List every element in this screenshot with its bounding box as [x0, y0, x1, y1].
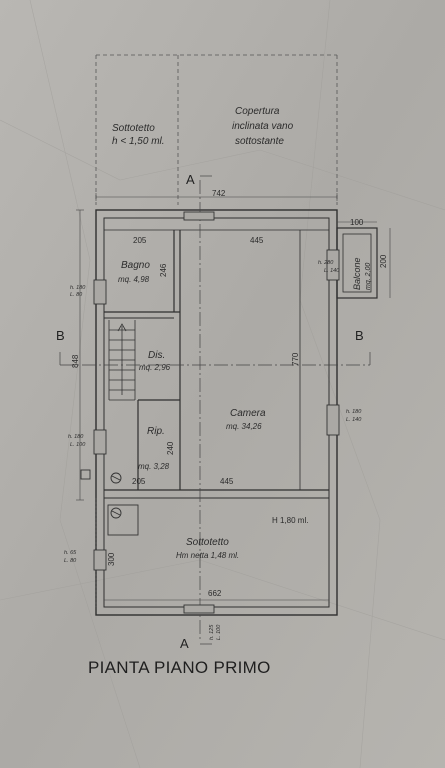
room-sottotetto-hm: Hm netta 1,48 ml.	[176, 551, 239, 560]
room-balcone-area: mq. 2,00	[365, 263, 372, 290]
section-b-left: B	[56, 328, 65, 343]
copertura-line3: sottostante	[235, 136, 284, 147]
win-rip-h: h. 180	[68, 434, 84, 440]
room-bagno-name: Bagno	[121, 260, 150, 271]
room-rip-name: Rip.	[147, 426, 165, 437]
dimension-labels: 742 205 445 100 445 205 662 200 246 770 …	[71, 189, 388, 598]
win-camera-l: L. 140	[346, 417, 362, 423]
win-bottom-l: L. 100	[216, 624, 222, 640]
dim-sottotetto-width: 662	[208, 589, 222, 598]
win-sott-h: h. 65	[64, 550, 77, 556]
room-sottotetto-h-marker: H 1,80 ml.	[272, 516, 308, 525]
dim-sottotetto-height: 300	[107, 552, 116, 566]
win-bagno-l: L. 80	[70, 292, 83, 298]
dim-camera-width-bottom: 445	[220, 477, 234, 486]
dim-balcone-height: 200	[379, 254, 388, 268]
win-sott-l: L. 80	[64, 558, 77, 564]
room-camera-area: mq. 34,26	[226, 422, 262, 431]
section-a-top: A	[186, 172, 195, 187]
section-lines	[59, 175, 371, 645]
copertura-line1: Copertura	[235, 106, 280, 117]
dimension-lines	[76, 193, 391, 607]
dim-overall-depth: 848	[71, 354, 80, 368]
room-sottotetto-name: Sottotetto	[186, 537, 229, 548]
dim-rip-width: 205	[132, 477, 146, 486]
win-bottom-h: h. 125	[209, 624, 215, 640]
win-balcone-l: L. 140	[324, 268, 340, 274]
section-a-bottom: A	[180, 636, 189, 651]
dim-bagno-height: 246	[159, 263, 168, 277]
roof-labels: Sottotetto h < 1,50 ml. Copertura inclin…	[112, 106, 294, 147]
window-markers	[93, 211, 340, 614]
room-rip-area: mq. 3,28	[138, 462, 170, 471]
room-balcone-name: Balcone	[352, 257, 362, 290]
window-notes: h. 180 L. 80 h. 280 L. 140 h. 180 L. 140…	[64, 260, 362, 640]
roof-sottotetto-height: h < 1,50 ml.	[112, 136, 165, 147]
dim-rip-height: 240	[166, 441, 175, 455]
walls	[95, 209, 378, 616]
stairs	[108, 320, 136, 401]
dim-bagno-width: 205	[133, 236, 147, 245]
plan-title: PIANTA PIANO PRIMO	[88, 658, 271, 677]
room-camera-name: Camera	[230, 408, 266, 419]
roof-outline	[95, 54, 338, 205]
room-dis-name: Dis.	[148, 350, 165, 361]
dim-overall-width: 742	[212, 189, 226, 198]
dim-camera-height: 770	[291, 352, 300, 366]
win-rip-l: L. 100	[70, 442, 86, 448]
dim-camera-width: 445	[250, 236, 264, 245]
fixtures	[80, 469, 139, 536]
room-labels: Bagno mq. 4,98 Dis. mq. 2,96 Rip. mq. 3,…	[118, 257, 372, 560]
section-b-right: B	[355, 328, 364, 343]
roof-sottotetto-label: Sottotetto	[112, 123, 155, 134]
win-camera-h: h. 180	[346, 409, 362, 415]
dim-balcone-width: 100	[350, 218, 364, 227]
room-dis-area: mq. 2,96	[139, 363, 171, 372]
copertura-line2: inclinata vano	[232, 121, 294, 132]
win-balcone-h: h. 280	[318, 260, 334, 266]
room-bagno-area: mq. 4,98	[118, 275, 150, 284]
win-bagno-h: h. 180	[70, 285, 86, 291]
